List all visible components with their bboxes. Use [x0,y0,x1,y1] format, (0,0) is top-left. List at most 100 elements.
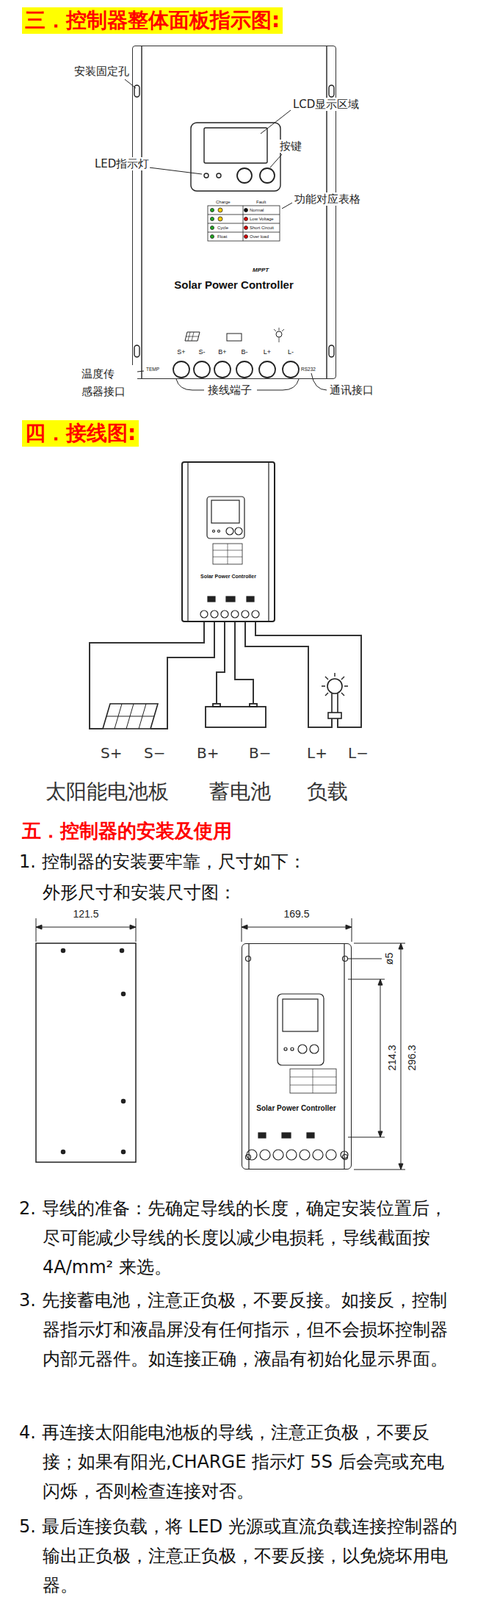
terminal-block [214,361,231,378]
leader-line [281,202,293,209]
front-view-detail [246,1148,257,1160]
side-view [61,1149,66,1154]
function-table [244,226,249,230]
terminal-label: B+ [196,743,219,762]
port-label: RS232 [300,366,316,373]
lamp-symbol [328,712,342,718]
table-header: Charge [215,199,231,205]
dimension-value: 169.5 [274,907,319,920]
lamp-symbol [321,672,348,696]
solar-panel-symbol [106,703,155,729]
function-table [210,226,215,230]
function-table [218,216,223,221]
front-view-detail [298,1043,307,1053]
solar-panel-symbol [89,703,168,729]
front-view-detail [306,1132,315,1138]
battery-symbol [249,703,257,707]
front-view-detail [286,1148,297,1160]
leader-line [311,372,327,390]
dimension-line [378,978,383,985]
front-view-detail [289,1068,337,1093]
solar-panel-symbol [89,703,168,729]
front-view-detail [277,993,324,1065]
wire [89,621,205,704]
dimension-line [35,917,136,942]
callout-label: 按键 [278,139,303,153]
leader-line [270,154,282,168]
solar-panel: S+S−太阳能电池板 [45,703,174,807]
front-view-detail [290,1046,294,1050]
controller-front-view: Solar Power Controller [241,942,352,1169]
terminal-label: L- [281,347,300,357]
function-table [244,217,249,221]
function-table [207,205,280,241]
panel-housing-detail [237,168,252,183]
list-item: 1. 控制器的安装要牢靠，尺寸如下： [19,846,462,876]
battery-symbol [205,706,266,727]
callout-label: 通讯接口 [328,383,375,397]
dimension-line [345,924,352,929]
front-view-detail [284,1046,288,1050]
panel-housing-detail [134,45,335,379]
front-view-detail [245,942,349,1169]
terminal-block [193,361,210,378]
leader-line [149,167,202,174]
dimension-value: 214.3 [385,1043,398,1070]
dimension-line [35,924,42,929]
panel-housing-detail [141,45,327,379]
callout-label: LED指示灯 [93,157,150,171]
list-item: 2. 导线的准备：先确定导线的长度，确定安装位置后，尽可能减少导线的长度以减少电… [19,1192,462,1282]
wiring-controller-detail [207,596,216,602]
front-view-detail [340,1150,348,1158]
list-item: 5. 最后连接负载，将 LED 光源或直流负载连接控制器的输出正负极，注意正负极… [19,1510,462,1599]
wiring-controller-detail [220,610,229,618]
terminal-block [226,333,242,341]
function-table [207,205,280,241]
front-view-detail [289,1068,337,1093]
terminal-label: L+ [306,743,328,762]
dimension-value: 296.3 [405,1043,417,1070]
leader-line [124,79,136,89]
load-lamp: L+L−负载 [297,672,371,807]
dimension-line [353,942,406,1169]
terminal-block [173,361,190,378]
wiring-controller-detail [212,530,216,533]
terminal-label: B− [248,743,271,762]
section-heading: 三．控制器整体面板指示图: [22,7,283,34]
terminal-block [236,361,253,378]
front-view-detail [325,1148,337,1160]
wire [167,621,215,704]
function-table [210,234,215,239]
dimension-line [347,958,382,959]
table-cell: Short Circuit [249,225,274,231]
list-item-text: 外形尺寸和安装尺寸图： [42,877,237,907]
front-view-detail [259,1148,271,1160]
front-view-detail [273,1148,284,1160]
terminal-block [282,361,299,378]
function-table [244,234,249,239]
wiring-controller-detail [241,610,249,618]
component-name: 太阳能电池板 [45,778,169,805]
dimension-value: 121.5 [63,907,108,920]
dimension-line [378,1130,383,1137]
terminal-block [273,327,285,343]
panel-housing-detail [190,122,281,191]
dimension-line [241,917,352,942]
table-cell: Low Voltage [249,216,274,222]
wiring-controller-detail [226,596,235,602]
lamp-symbol [331,693,338,713]
terminal-block [259,361,276,378]
wiring-controller-detail [200,610,208,618]
side-view [61,948,66,953]
front-view-detail [299,1148,310,1160]
panel-housing-detail [328,85,335,97]
front-view-detail [312,1148,324,1160]
dimension-line [35,917,406,1169]
function-table [218,207,223,213]
dimension-line [398,1162,404,1169]
battery-symbol [212,703,221,707]
terminal-label: L− [347,743,369,762]
terminal-label: B- [235,347,254,357]
